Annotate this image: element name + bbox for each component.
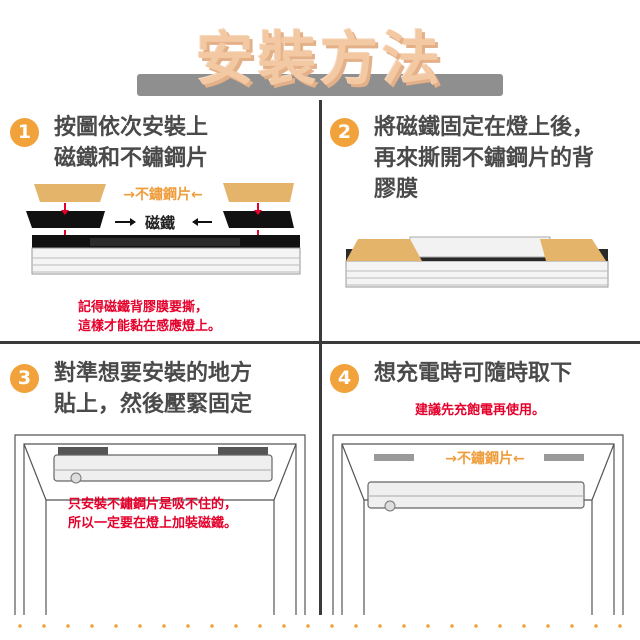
steel-plate-left: [374, 454, 414, 461]
step-2-line-2: 再來撕開不鏽鋼片的背: [374, 146, 595, 171]
steel-plate-left: [34, 184, 106, 202]
step-1-note: 記得磁鐵背膠膜要撕， 這樣才能黏在感應燈上。: [78, 298, 221, 336]
step-1-diagram: [26, 183, 301, 275]
steel-plate-right: [223, 183, 294, 202]
peeling-film: [409, 236, 551, 258]
page-title: 安裝方法: [195, 25, 444, 93]
step-3-line-2: 貼上，然後壓緊固定: [54, 392, 253, 417]
step-3-text: 對準想要安裝的地方 貼上，然後壓緊固定: [54, 358, 252, 420]
step-1-note-line-1: 記得磁鐵背膠膜要撕，: [78, 300, 209, 315]
step-3-line-1: 對準想要安裝的地方: [54, 361, 253, 386]
vertical-divider: [319, 100, 322, 615]
step-2-badge: 2: [330, 118, 359, 147]
step-2-line-1: 將磁鐵固定在燈上後，: [374, 115, 595, 140]
step-1-line-1: 按圖依次安裝上: [54, 115, 209, 140]
step-2-diagram: [345, 236, 609, 288]
horizontal-divider: [0, 341, 640, 344]
step-1-magnet-label: 磁鐵: [144, 214, 175, 232]
step-3-doorframe-diagram: [14, 434, 306, 615]
lamp-sensor: [384, 500, 396, 512]
step-3-note-line-2: 所以一定要在燈上加裝磁鐵。: [68, 516, 238, 531]
step-1-line-2: 磁鐵和不鏽鋼片: [54, 146, 209, 171]
steel-plate-right: [544, 454, 584, 461]
step-3-badge: 3: [10, 364, 39, 393]
magnet-right: [223, 211, 294, 228]
step-3-note-line-1: 只安裝不鏽鋼片是吸不住的，: [68, 497, 238, 512]
step-2-text: 將磁鐵固定在燈上後， 再來撕開不鏽鋼片的背 膠膜: [374, 112, 594, 205]
lamp-sensor: [70, 472, 82, 484]
footer-dotted-line: [8, 624, 632, 628]
title-underline-bar: [137, 74, 503, 96]
step-1-text: 按圖依次安裝上 磁鐵和不鏽鋼片: [54, 112, 208, 174]
steel-plate-left: [346, 239, 422, 261]
step-4-steel-label: →不鏽鋼片←: [445, 451, 525, 467]
lamp-body: [31, 247, 301, 275]
step-4-doorframe-diagram: [332, 434, 624, 615]
steel-plate-right: [540, 239, 606, 261]
step-1-steel-label: →不鏽鋼片←: [123, 187, 203, 203]
lamp-body: [345, 260, 609, 288]
step-4-text: 想充電時可隨時取下: [374, 361, 573, 386]
step-1-badge: 1: [10, 118, 39, 147]
steel-plate-left: [58, 447, 108, 455]
lamp-body: [367, 481, 585, 509]
step-2-line-3: 膠膜: [374, 177, 419, 202]
step-4-note: 建議先充飽電再使用。: [415, 403, 546, 418]
lamp-body: [53, 454, 273, 482]
step-3-note: 只安裝不鏽鋼片是吸不住的， 所以一定要在燈上加裝磁鐵。: [68, 495, 237, 533]
steel-plate-right: [218, 447, 268, 455]
black-arrows: [115, 218, 212, 226]
step-4-badge: 4: [330, 364, 359, 393]
magnet-left: [26, 211, 105, 228]
step-1-note-line-2: 這樣才能黏在感應燈上。: [78, 319, 222, 334]
